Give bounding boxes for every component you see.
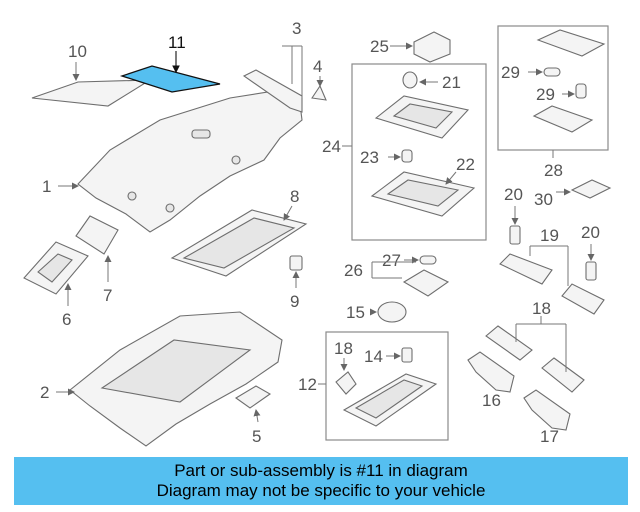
part-8-panel: 8: [170, 187, 308, 277]
part-2-headliner-sunroof: 2: [40, 311, 283, 447]
part-13-hinge: 18: [334, 339, 357, 395]
callout-17: 17: [540, 427, 559, 446]
part-3-rail: 3: [242, 19, 303, 113]
part-19-bracket: 19: [499, 226, 605, 315]
part-5-lamp: 5: [234, 385, 272, 446]
part-23-bulb: 23: [360, 148, 413, 167]
part-26-lamp: 26: [344, 261, 450, 297]
callout-28: 28: [544, 161, 563, 180]
callout-16: 16: [482, 391, 501, 410]
part-9-clip: 9: [289, 255, 303, 311]
callout-14: 14: [364, 347, 383, 366]
part-28-group: 28: [544, 150, 563, 180]
callout-7: 7: [103, 286, 112, 305]
group-box-21: [351, 63, 487, 241]
callout-27: 27: [382, 251, 401, 270]
part-1-headliner: 1: [42, 91, 303, 233]
callout-8: 8: [290, 187, 299, 206]
part-29-bulb-a: 29: [501, 63, 561, 82]
callout-26: 26: [344, 261, 363, 280]
part-29-bulb-b: 29: [536, 83, 587, 104]
part-20-screw-b: 20: [581, 223, 600, 281]
callout-2: 2: [40, 383, 49, 402]
part-14-clip: 14: [364, 347, 413, 366]
callout-23: 23: [360, 148, 379, 167]
part-17-grip-handle: 17: [523, 389, 571, 446]
part-15-holder: 15: [346, 301, 407, 323]
callout-4: 4: [313, 57, 322, 76]
callout-13: 18: [334, 339, 353, 358]
info-banner: Part or sub-assembly is #11 in diagram D…: [14, 457, 628, 505]
part-18-grip: 18 18 18: [485, 299, 585, 393]
part-22-lens: 22: [370, 155, 476, 217]
callout-3: 3: [292, 19, 301, 38]
callout-5: 5: [252, 427, 261, 446]
callout-29-b: 29: [536, 85, 555, 104]
callout-29-a: 29: [501, 63, 520, 82]
callout-22: 22: [456, 155, 475, 174]
callout-12: 12: [298, 375, 317, 394]
callout-18-text: 18: [532, 299, 551, 318]
part-25-lamp: 25: [370, 31, 451, 63]
callout-20-a: 20: [504, 185, 523, 204]
part-28-console: [532, 29, 606, 133]
callout-9: 9: [290, 292, 299, 311]
callout-24: 21: [442, 73, 461, 92]
callout-6: 6: [62, 310, 71, 329]
callout-20-b: 20: [581, 223, 600, 242]
part-11-highlighted: 11: [119, 33, 221, 93]
part-30-switch: 30: [534, 179, 612, 209]
part-21-console: [374, 95, 470, 139]
part-24-bulb: 21: [402, 71, 461, 92]
callout-15: 15: [346, 303, 365, 322]
callout-1: 1: [42, 177, 51, 196]
part-12-sunvisor: [342, 373, 438, 427]
part-12-group: 12: [298, 375, 326, 394]
parts-diagram: 10 11 1 3 4 8 7: [23, 19, 612, 447]
part-6-handle-cover: 6: [23, 241, 89, 329]
banner-line-2: Diagram may not be specific to your vehi…: [156, 481, 486, 500]
part-21-group: 24: [322, 137, 352, 156]
group-box-12: [325, 331, 449, 441]
callout-25: 25: [370, 37, 389, 56]
callout-11: 11: [168, 33, 186, 52]
part-7-bracket: 7: [75, 215, 119, 305]
part-20-screw-a: 20: [504, 185, 523, 245]
part-4-clip: 4: [311, 57, 327, 101]
part-10-insulator: 10: [31, 42, 153, 107]
callout-30: 30: [534, 190, 553, 209]
callout-19: 19: [540, 226, 559, 245]
part-27-bulb: 27: [382, 251, 437, 270]
part-16-grip-handle: 16: [467, 351, 515, 410]
banner-line-1: Part or sub-assembly is #11 in diagram: [174, 461, 468, 480]
callout-21: 24: [322, 137, 341, 156]
callout-10: 10: [68, 42, 87, 61]
